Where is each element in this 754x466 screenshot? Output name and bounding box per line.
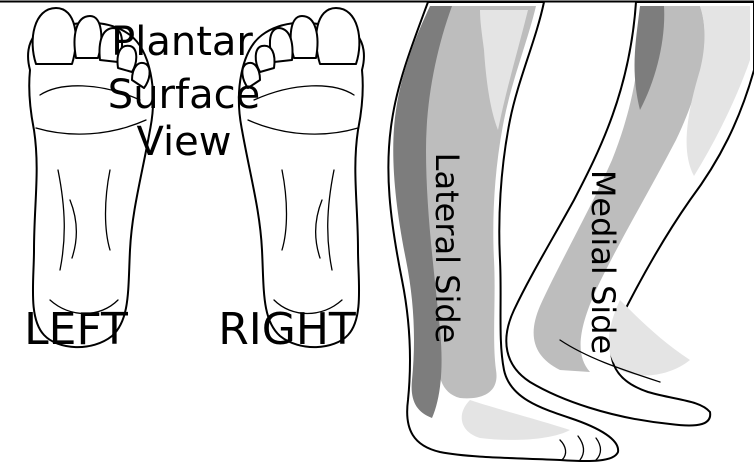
medial-side-label: Medial Side [584,170,622,354]
right-foot-sole [239,8,364,347]
plantar-title-line-1: Plantar [111,19,253,65]
left-big-toe [33,8,76,64]
right-big-toe [316,8,359,64]
left-foot-label: LEFT [24,304,128,355]
medial-leg [506,2,754,426]
plantar-title-line-2: Surface [108,72,260,118]
lateral-side-label: Lateral Side [428,153,466,344]
left-toe-2 [75,16,102,58]
right-toe-2 [291,16,318,58]
plantar-title-line-3: View [137,119,232,165]
right-foot-label: RIGHT [218,304,356,355]
